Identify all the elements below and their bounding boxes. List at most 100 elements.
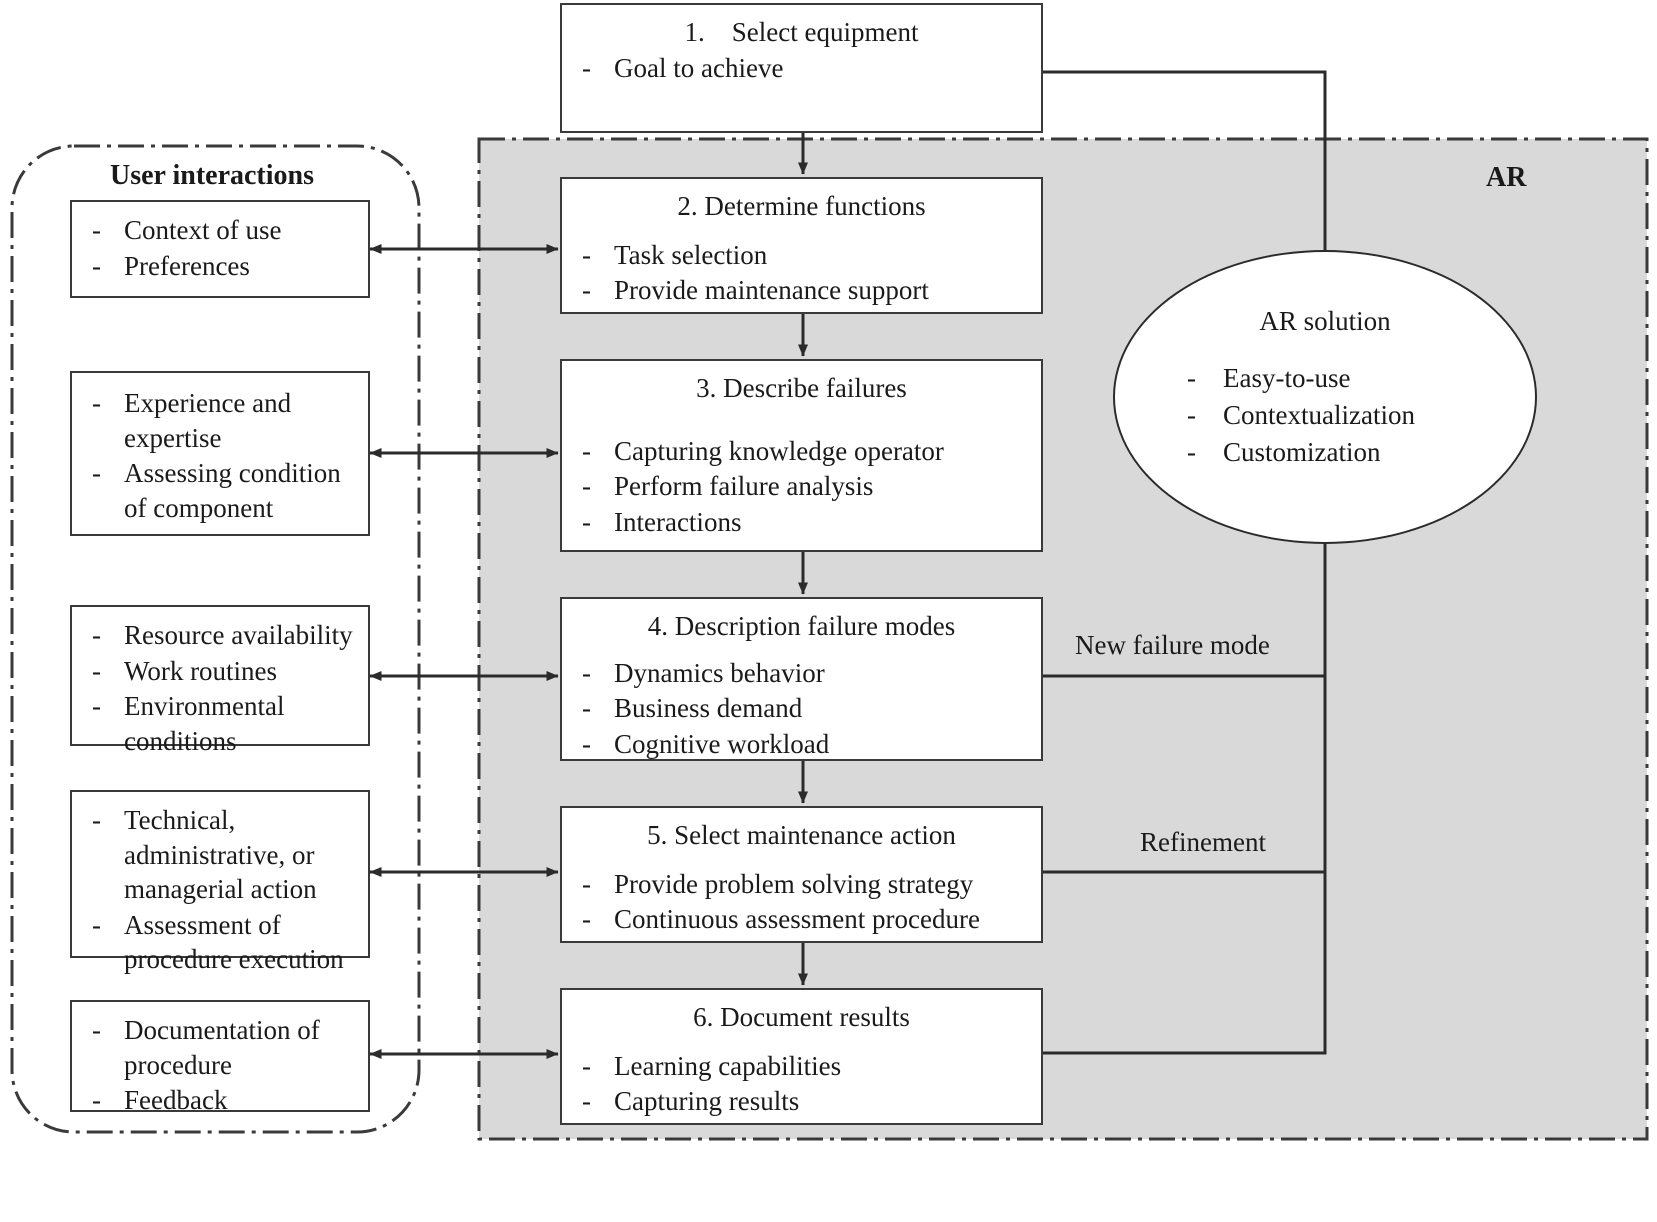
bullet-dash: - [92,388,101,418]
list-item: -Goal to achieve [580,51,1041,86]
user-box-2-list: -Experience and expertise -Assessing con… [72,373,368,525]
list-item-label: Capturing knowledge operator [614,435,944,466]
bullet-dash: - [582,239,591,270]
bullet-dash: - [582,868,591,899]
list-item-label: Learning capabilities [614,1050,842,1081]
list-item-label: Environmental conditions [124,691,285,756]
user-box-3[interactable]: -Resource availability -Work routines -E… [70,605,370,756]
list-item-label: Interactions [614,506,742,537]
list-item-label: Provide problem solving strategy [614,868,974,899]
list-item: -Continuous assessment procedure [580,902,1041,937]
step-box-2[interactable]: 2. Determine functions -Task selection -… [560,177,1043,314]
list-item: -Resource availability [90,618,368,653]
list-item-label: Preferences [124,250,250,281]
bullet-dash: - [582,52,591,83]
list-item: -Assessing condition of component [90,456,368,525]
list-item-label: Customization [1223,437,1381,468]
list-item: -Business demand [580,691,1041,726]
list-item-label: Capturing results [614,1086,800,1117]
step-1-title: 1. Select equipment [684,17,919,47]
user-box-1-list: -Context of use -Preferences [72,202,368,283]
list-item-label: Goal to achieve [614,52,784,83]
step-box-1[interactable]: 1. Select equipment -Goal to achieve [560,3,1043,133]
edge-label-refinement: Refinement [1140,827,1266,857]
list-item-label: Perform failure analysis [614,471,874,502]
list-item: -Documentation of procedure [90,1013,368,1082]
bullet-dash: - [92,250,101,281]
user-box-1[interactable]: -Context of use -Preferences [70,200,370,298]
step-6-title: 6. Document results [693,1002,910,1032]
list-item-label: Task selection [614,239,768,270]
list-item: -Dynamics behavior [580,656,1041,691]
list-item-label: Work routines [124,655,278,686]
user-box-3-list: -Resource availability -Work routines -E… [72,607,368,758]
list-item: -Environmental conditions [90,689,368,758]
step-box-3[interactable]: 3. Describe failures -Capturing knowledg… [560,359,1043,552]
ar-region-label: AR [1486,162,1527,193]
user-box-5[interactable]: -Documentation of procedure -Feedback [70,1000,370,1115]
list-item-label: Documentation of procedure [124,1015,320,1080]
list-item: -Provide maintenance support [580,273,1041,308]
list-item-label: Cognitive workload [614,728,830,759]
bullet-dash: - [92,215,101,245]
step-3-title: 3. Describe failures [696,373,907,403]
list-item: -Experience and expertise [90,386,368,455]
list-item: -Context of use [90,213,368,248]
bullet-dash: - [582,1086,591,1117]
list-item-label: Assessing condition of component [124,458,341,523]
list-item: -Provide problem solving strategy [580,867,1041,902]
list-item: -Assessment of procedure execution [90,908,368,977]
step-5-title: 5. Select maintenance action [647,820,956,850]
list-item: -Feedback [90,1083,368,1118]
step-1-list: -Goal to achieve [562,51,1041,86]
step-box-6[interactable]: 6. Document results -Learning capabiliti… [560,988,1043,1125]
user-interactions-title: User interactions [110,160,314,191]
user-box-5-list: -Documentation of procedure -Feedback [72,1002,368,1118]
list-item: -Technical, administrative, or manageria… [90,803,368,907]
bullet-dash: - [92,805,101,835]
user-box-4-list: -Technical, administrative, or manageria… [72,792,368,977]
list-item: -Easy-to-use [1187,361,1535,396]
bullet-dash: - [1187,437,1196,468]
user-box-2[interactable]: -Experience and expertise -Assessing con… [70,371,370,536]
list-item-label: Technical, administrative, or managerial… [124,805,317,905]
user-box-4[interactable]: -Technical, administrative, or manageria… [70,790,370,974]
bullet-dash: - [582,435,591,466]
bullet-dash: - [92,458,101,489]
bullet-dash: - [1187,400,1196,431]
list-item-label: Provide maintenance support [614,275,929,306]
bullet-dash: - [92,1085,101,1116]
bullet-dash: - [92,909,101,940]
step-box-5[interactable]: 5. Select maintenance action -Provide pr… [560,806,1043,943]
list-item-label: Feedback [124,1085,228,1116]
list-item-label: Easy-to-use [1223,363,1351,394]
list-item: -Capturing results [580,1084,1041,1119]
bullet-dash: - [582,275,591,306]
step-2-list: -Task selection -Provide maintenance sup… [562,238,1041,308]
bullet-dash: - [582,904,591,935]
bullet-dash: - [92,1015,101,1045]
ar-solution-list: -Easy-to-use -Contextualization -Customi… [1115,361,1535,470]
bullet-dash: - [582,657,591,688]
step-4-list: -Dynamics behavior -Business demand -Cog… [562,656,1041,762]
list-item-label: Business demand [614,693,803,724]
list-item: -Capturing knowledge operator [580,434,1041,469]
list-item-label: Contextualization [1223,400,1415,431]
ar-solution-ellipse[interactable]: AR solution -Easy-to-use -Contextualizat… [1113,250,1537,544]
bullet-dash: - [582,693,591,724]
ar-solution-title: AR solution [1259,306,1391,336]
list-item: -Preferences [90,249,368,284]
list-item: -Cognitive workload [580,727,1041,762]
list-item: -Perform failure analysis [580,469,1041,504]
list-item: -Interactions [580,505,1041,540]
list-item-label: Dynamics behavior [614,657,825,688]
list-item-label: Resource availability [124,620,353,650]
list-item: -Customization [1187,435,1535,470]
list-item: -Learning capabilities [580,1049,1041,1084]
bullet-dash: - [582,1050,591,1081]
step-5-list: -Provide problem solving strategy -Conti… [562,867,1041,937]
step-2-title: 2. Determine functions [677,191,926,221]
step-box-4[interactable]: 4. Description failure modes -Dynamics b… [560,597,1043,761]
edge-label-new-failure-mode: New failure mode [1075,630,1270,660]
bullet-dash: - [92,691,101,722]
